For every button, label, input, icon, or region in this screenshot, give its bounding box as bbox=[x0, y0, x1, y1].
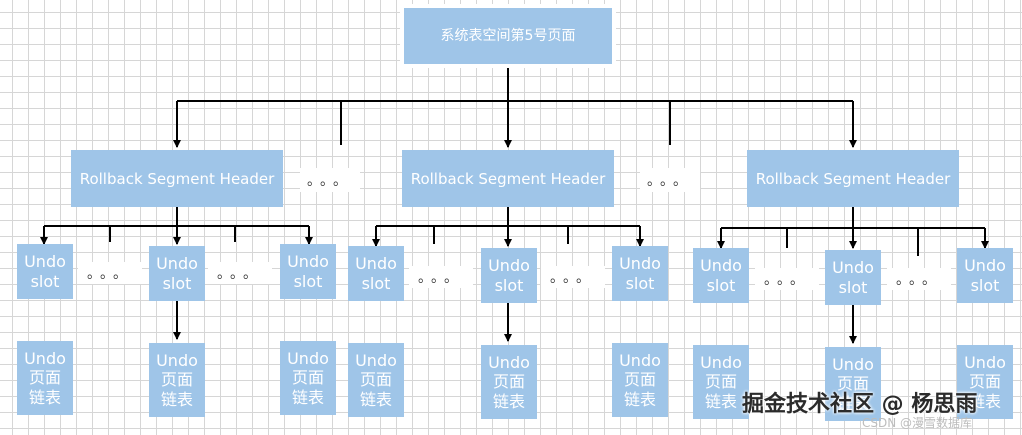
undo-slot-node: Undo slot bbox=[280, 244, 336, 299]
undo-slot-node: Undo slot bbox=[825, 250, 881, 305]
rollback-segment-header-node: Rollback Segment Header bbox=[71, 150, 283, 207]
undo-page-list-node: Undo 页面 链表 bbox=[825, 347, 881, 421]
rollback-segment-header-node: Rollback Segment Header bbox=[747, 150, 959, 207]
system-tablespace-page-5-node: 系统表空间第5号页面 bbox=[404, 8, 612, 64]
undo-page-list-node: Undo 页面 链表 bbox=[17, 341, 73, 415]
ellipsis: 。。。 bbox=[300, 168, 360, 192]
ellipsis: 。。。 bbox=[640, 168, 700, 192]
undo-slot-node: Undo slot bbox=[17, 244, 73, 299]
undo-page-list-node: Undo 页面 链表 bbox=[149, 343, 205, 417]
undo-page-list-node: Undo 页面 链表 bbox=[280, 341, 336, 415]
ellipsis: 。。。 bbox=[208, 262, 272, 284]
undo-page-list-node: Undo 页面 链表 bbox=[612, 343, 668, 417]
undo-slot-node: Undo slot bbox=[693, 248, 749, 303]
ellipsis: 。。。 bbox=[887, 268, 951, 290]
undo-page-list-node: Undo 页面 链表 bbox=[957, 345, 1013, 419]
ellipsis: 。。。 bbox=[541, 266, 605, 288]
ellipsis: 。。。 bbox=[755, 268, 819, 290]
undo-slot-node: Undo slot bbox=[348, 246, 404, 301]
undo-slot-node: Undo slot bbox=[957, 248, 1013, 303]
ellipsis: 。。。 bbox=[409, 266, 473, 288]
undo-slot-node: Undo slot bbox=[612, 246, 668, 301]
undo-slot-node: Undo slot bbox=[481, 248, 537, 303]
rollback-segment-header-node: Rollback Segment Header bbox=[402, 150, 614, 207]
undo-page-list-node: Undo 页面 链表 bbox=[693, 345, 749, 419]
undo-page-list-node: Undo 页面 链表 bbox=[481, 345, 537, 419]
ellipsis: 。。。 bbox=[78, 262, 142, 284]
undo-page-list-node: Undo 页面 链表 bbox=[348, 343, 404, 417]
watermark-faint: CSDN @漫雪数据库 bbox=[862, 416, 973, 430]
watermark: 掘金技术社区 @ 杨思雨 bbox=[742, 392, 978, 417]
undo-slot-node: Undo slot bbox=[149, 246, 205, 301]
